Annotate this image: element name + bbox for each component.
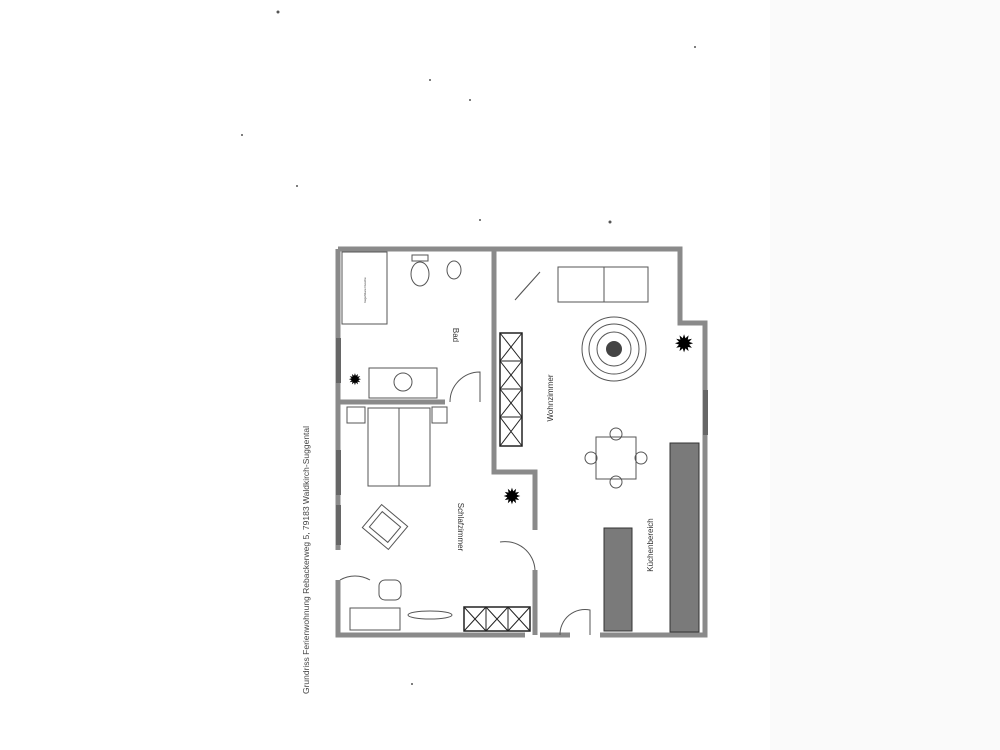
lamp-icon: [407, 610, 453, 620]
room-label-schlafzimmer: Schlafzimmer: [456, 503, 465, 552]
living-furniture: ✹: [499, 266, 700, 633]
armchair-icon: [361, 503, 409, 551]
plant-icon: ✹: [674, 331, 694, 358]
plan-title: Grundriss Ferienwohnung Rebackerweg 5, 7…: [301, 426, 311, 694]
desk: [349, 607, 401, 631]
scan-specks: [241, 10, 696, 685]
shelf-unit: [499, 332, 523, 447]
shower-label: begehbare Dusche: [363, 277, 367, 303]
shower: [341, 251, 388, 325]
bathroom-fixtures: begehbare Dusche ✹: [341, 251, 462, 399]
chair-icon: [378, 579, 402, 601]
plant-icon: ✹: [503, 484, 521, 509]
sink-counter: [368, 367, 438, 399]
toilet-icon: [410, 261, 430, 287]
rug: [581, 316, 647, 382]
kitchen-counter: [603, 527, 633, 632]
doors: [339, 371, 591, 636]
scan-margin: [770, 0, 1000, 750]
bedroom-furniture: ✹: [346, 406, 531, 632]
walls: [335, 246, 708, 638]
lamp-icon: [514, 271, 541, 301]
sink-icon: [393, 372, 413, 392]
room-label-kuechenbereich: Küchenbereich: [646, 518, 655, 571]
sofa: [557, 266, 649, 303]
kitchen-counter: [669, 442, 700, 633]
plant-icon: ✹: [348, 372, 361, 389]
room-label-wohnzimmer: Wohnzimmer: [546, 374, 555, 421]
plant-icon: [606, 341, 622, 357]
bidet-icon: [446, 260, 462, 280]
room-label-bad: Bad: [451, 328, 460, 342]
wardrobe: [463, 606, 531, 632]
dining-table: [595, 436, 637, 480]
